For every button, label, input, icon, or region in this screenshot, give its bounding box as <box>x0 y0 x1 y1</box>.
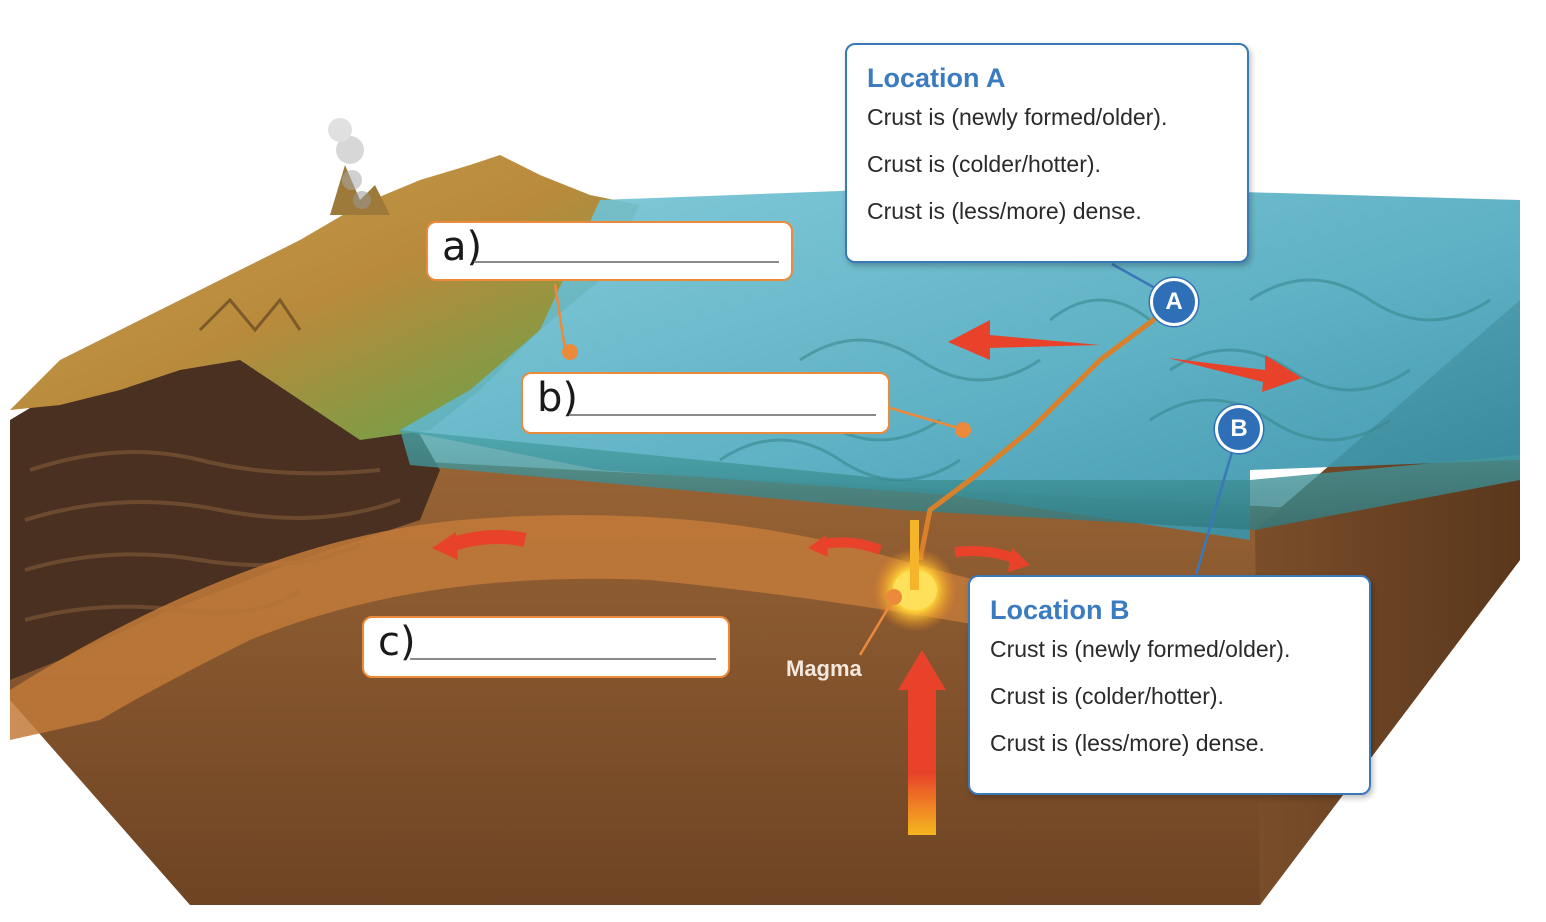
plate-arrow-left <box>948 320 1100 360</box>
blank-label-b: b) <box>537 375 578 421</box>
leader-line-magma <box>858 599 895 656</box>
magma-label: Magma <box>786 656 862 681</box>
leader-line-location-b <box>1194 451 1234 576</box>
convection-arrow-left <box>447 530 527 552</box>
location-b-line-2: Crust is (colder/hotter). <box>990 683 1224 709</box>
marker-b: B <box>1215 405 1263 453</box>
blank-label-a: a) <box>442 224 483 270</box>
ocean-plate-edge <box>400 430 1520 530</box>
ridge-crack <box>917 298 1182 561</box>
location-a-line-2: Crust is (colder/hotter). <box>867 151 1101 177</box>
location-a-line-1: Crust is (newly formed/older). <box>867 104 1168 130</box>
blank-line-a <box>474 261 779 263</box>
asthenosphere-band <box>10 515 1060 740</box>
marker-a: A <box>1150 278 1198 326</box>
location-a-title: Location A <box>867 63 1006 93</box>
plate-arrow-right <box>1168 355 1302 392</box>
location-b-line-3: Crust is (less/more) dense. <box>990 730 1265 756</box>
location-b-box: Location B Crust is (newly formed/older)… <box>968 575 1371 795</box>
blank-box-b[interactable]: b) <box>521 372 890 434</box>
blank-label-c: c) <box>378 619 416 665</box>
location-a-box: Location A Crust is (newly formed/older)… <box>845 43 1249 263</box>
magma-conduit <box>910 520 919 590</box>
leader-line-a <box>553 283 567 351</box>
rising-magma-arrow <box>908 680 936 835</box>
location-b-title: Location B <box>990 595 1130 625</box>
blank-line-b <box>569 414 876 416</box>
volcano-smoke <box>328 118 371 209</box>
blank-line-c <box>410 658 716 660</box>
leader-dot-a <box>562 344 578 360</box>
leader-dot-magma <box>886 589 902 605</box>
blank-box-a[interactable]: a) <box>426 221 793 281</box>
leader-line-b <box>889 406 959 430</box>
blank-box-c[interactable]: c) <box>362 616 730 678</box>
leader-dot-b <box>955 422 971 438</box>
location-a-line-3: Crust is (less/more) dense. <box>867 198 1142 224</box>
location-b-line-1: Crust is (newly formed/older). <box>990 636 1291 662</box>
